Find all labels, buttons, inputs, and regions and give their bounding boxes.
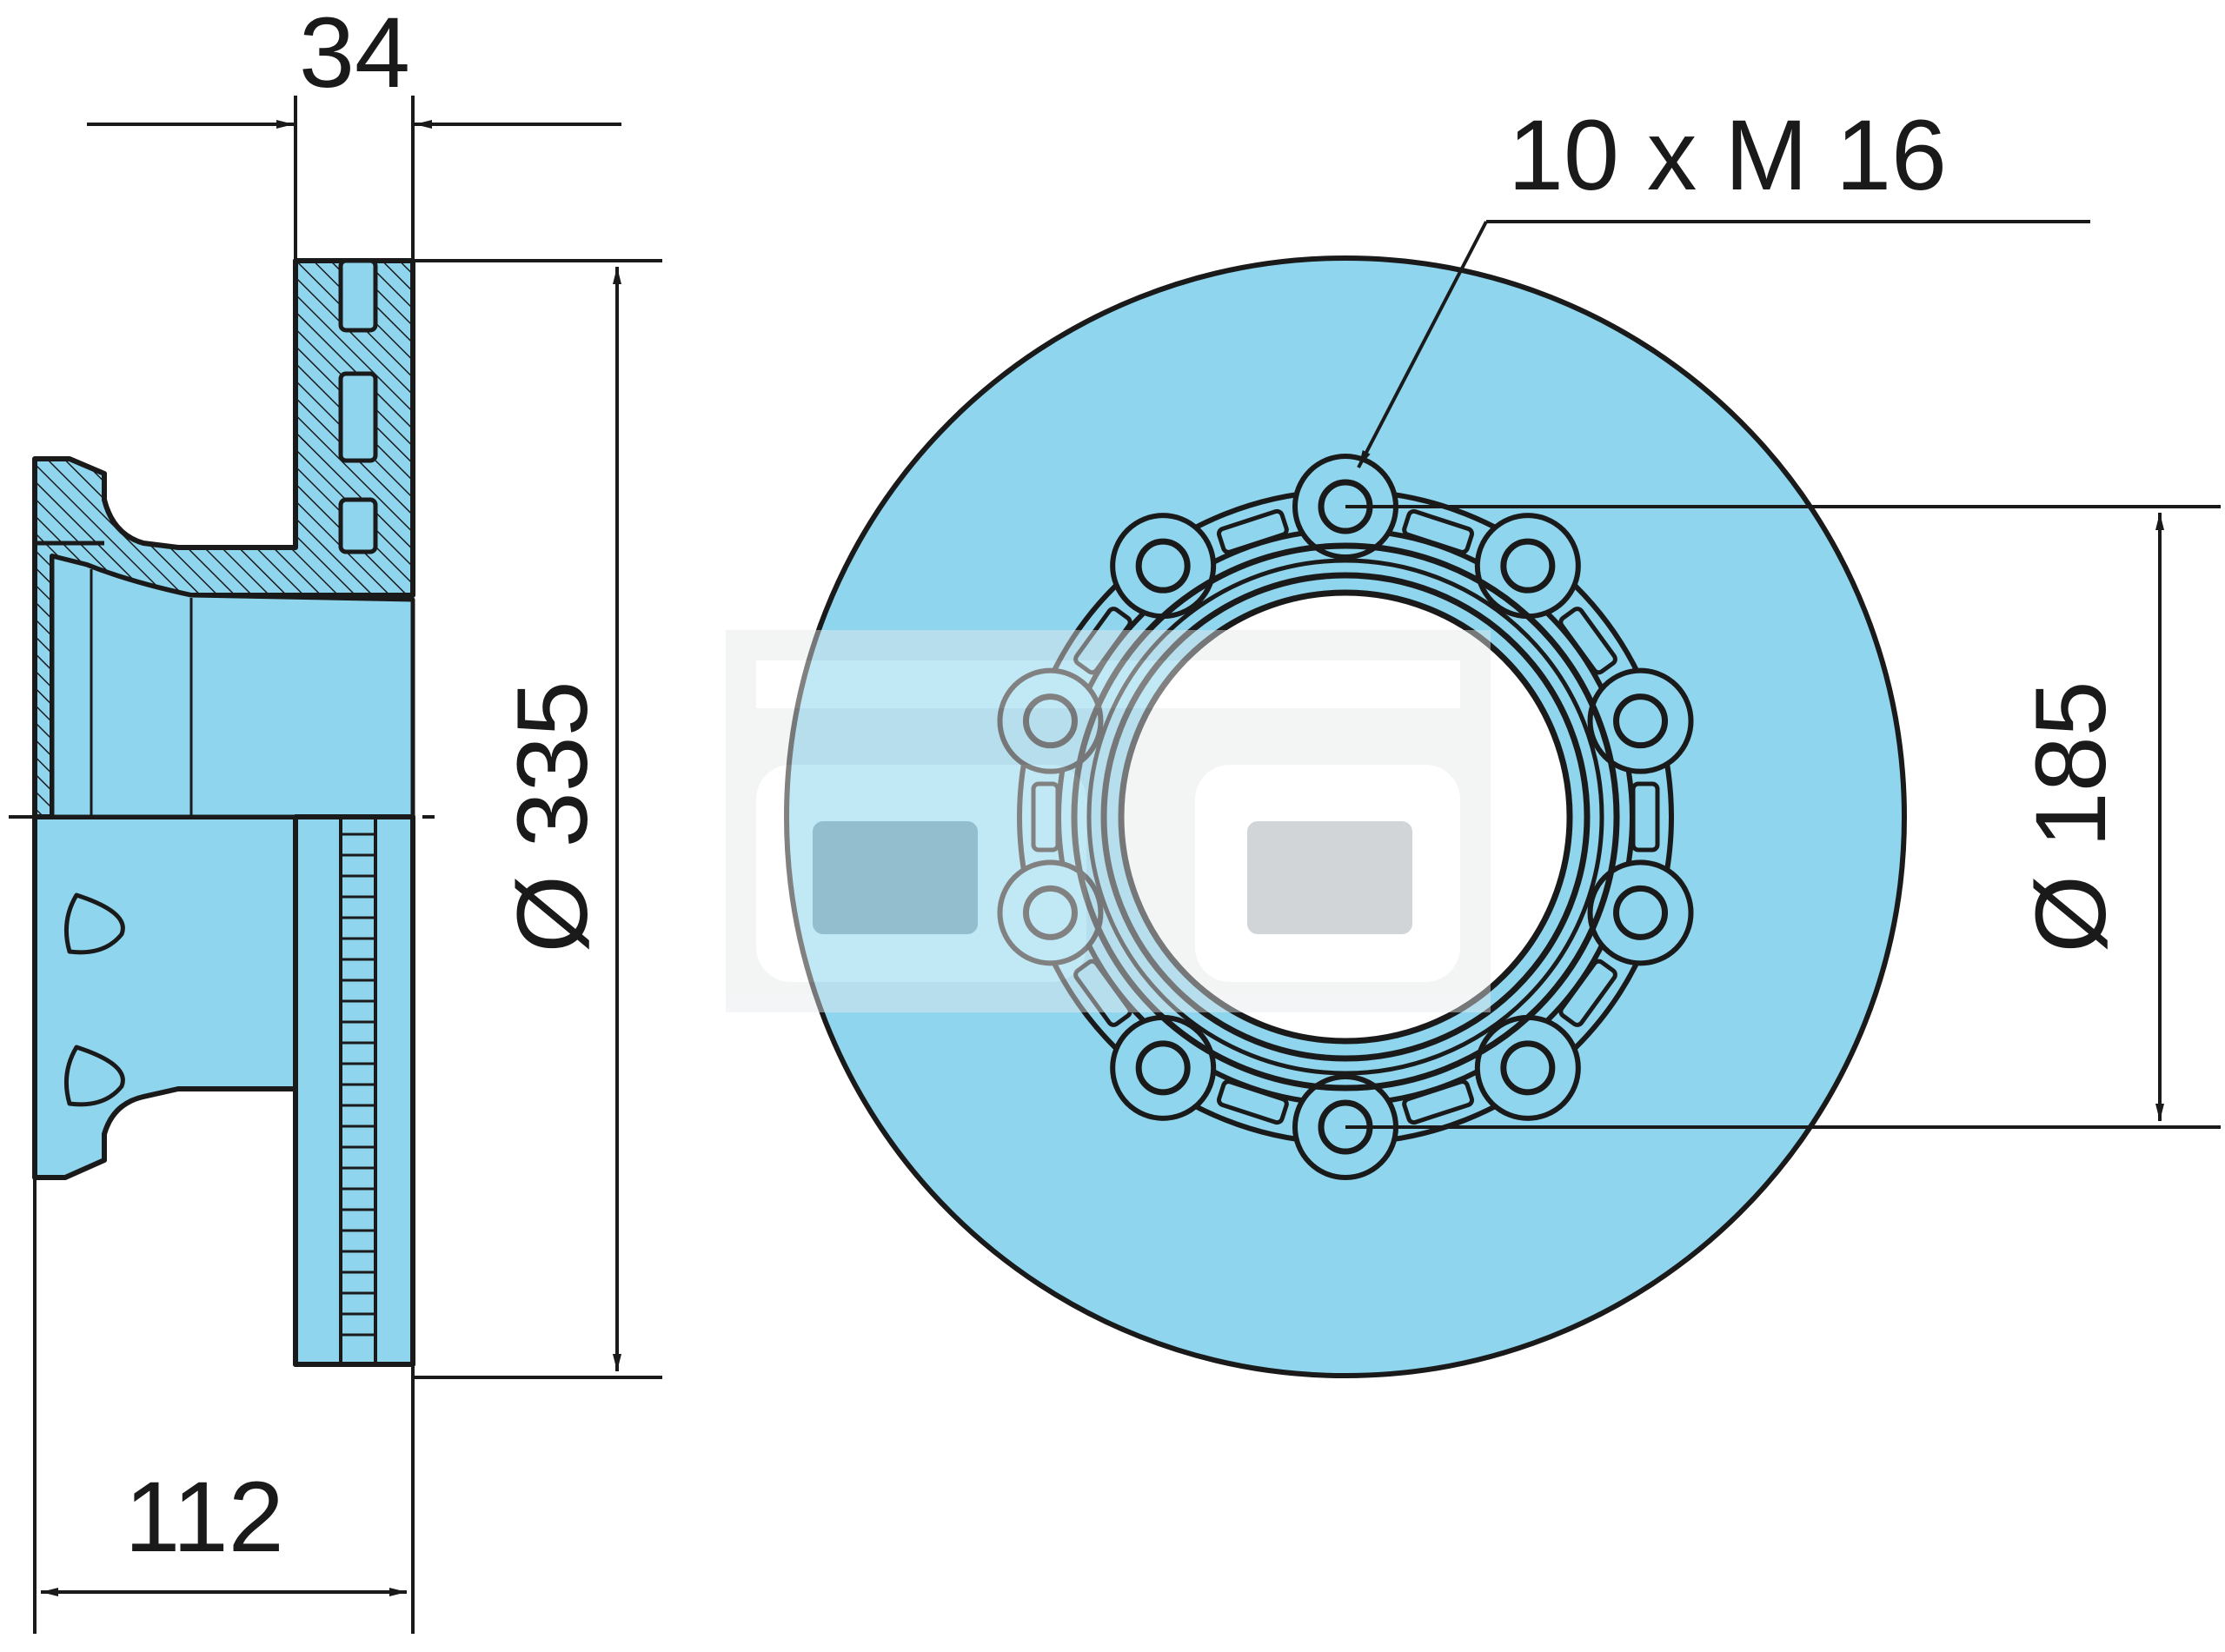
bolt-hole — [1022, 885, 1078, 940]
bore-rings — [1071, 542, 1620, 1091]
offset-label: 112 — [124, 1462, 283, 1573]
bolt-holes-label: 10 x M 16 — [1508, 100, 1947, 211]
bolt-hole — [1022, 693, 1078, 749]
cooling-slot — [1558, 959, 1617, 1027]
lug-lower-2 — [63, 1045, 125, 1107]
bolt-hole — [1613, 885, 1669, 940]
cooling-slots — [1031, 508, 1660, 1125]
watermark-logo — [726, 630, 1491, 1012]
bolt-leader-diagonal — [1357, 221, 1488, 468]
cooling-slot — [1216, 1079, 1289, 1125]
cooling-slot — [1402, 508, 1475, 554]
outer-diameter-label: Ø 335 — [497, 680, 608, 952]
bolt-hole — [1135, 1040, 1191, 1096]
cooling-slot — [1073, 959, 1132, 1027]
bolt-circle-diameter-label: Ø 185 — [2016, 680, 2127, 952]
cooling-slot — [1558, 607, 1617, 675]
upper-vanes — [338, 258, 378, 554]
side-section-view: 34 Ø 335 112 — [9, 0, 662, 1634]
cooling-slot — [1402, 1079, 1475, 1125]
bolt-hole — [1500, 538, 1556, 594]
lower-vanes — [341, 833, 375, 1337]
lower-disc — [293, 814, 415, 1367]
cooling-slot — [1631, 781, 1660, 853]
bolt-hole — [1500, 1040, 1556, 1096]
front-view: Ø 185 10 x M 16 — [726, 100, 2221, 1378]
lug-lower-1 — [63, 892, 125, 955]
hub-bore — [50, 554, 415, 819]
cooling-slot — [1216, 508, 1289, 554]
bolt-hole — [1135, 538, 1191, 594]
thickness-label: 34 — [299, 0, 410, 109]
cooling-slot — [1031, 781, 1060, 853]
center-bore — [1118, 589, 1573, 1045]
cooling-slot — [1073, 607, 1132, 675]
bolt-hole — [1613, 693, 1669, 749]
